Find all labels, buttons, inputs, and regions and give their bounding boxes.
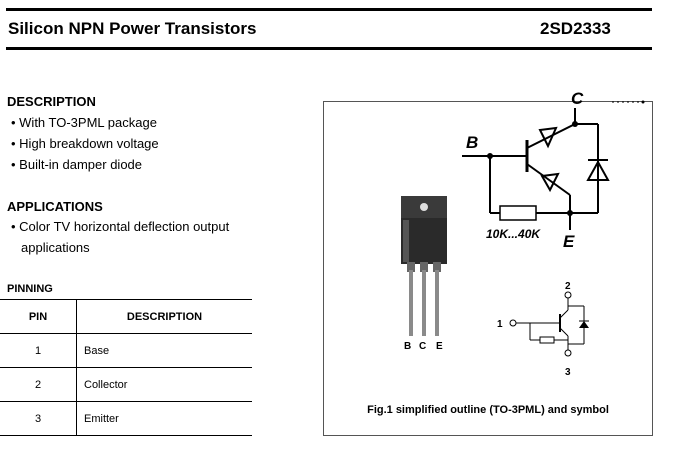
package-outline-image xyxy=(401,196,447,336)
pin-number: 1 xyxy=(0,333,77,368)
diode-arrow-upper xyxy=(538,126,558,149)
base-label: B xyxy=(466,133,478,152)
part-number: 2SD2333 xyxy=(540,19,611,38)
collector-label: C xyxy=(571,89,584,108)
applications-heading: APPLICATIONS xyxy=(7,199,103,214)
emitter-node xyxy=(567,210,573,216)
symbol-pin-1-label: 1 xyxy=(497,319,503,330)
description-item: • Built-in damper diode xyxy=(11,157,143,172)
symbol-diode-icon xyxy=(579,321,589,328)
description-heading: DESCRIPTION xyxy=(7,94,96,109)
applications-item-continued: applications xyxy=(21,240,90,255)
table-row: 1 Base xyxy=(0,333,252,368)
diode-arrow-lower xyxy=(540,172,560,193)
document-title: Silicon NPN Power Transistors xyxy=(8,19,257,38)
column-header-description: DESCRIPTION xyxy=(76,299,252,334)
equivalent-circuit xyxy=(462,101,642,230)
pinning-heading: PINNING xyxy=(7,283,53,295)
pinning-table: PIN DESCRIPTION 1 Base 2 Collector 3 Emi… xyxy=(0,299,252,436)
emitter-label: E xyxy=(563,232,575,251)
header-rule-bottom xyxy=(6,47,652,50)
pin-description: Collector xyxy=(76,367,252,402)
symbol-pin-2-label: 2 xyxy=(565,281,571,292)
transistor-symbol xyxy=(509,291,589,357)
pin-description: Emitter xyxy=(76,401,252,436)
collector-node xyxy=(572,121,578,127)
figure-caption: Fig.1 simplified outline (TO-3PML) and s… xyxy=(367,404,609,416)
table-header-row: PIN DESCRIPTION xyxy=(0,299,252,334)
description-item: • High breakdown voltage xyxy=(11,136,159,151)
package-pin-label-c: C xyxy=(419,341,426,352)
figure-box xyxy=(323,101,653,436)
pin-description: Base xyxy=(76,333,252,368)
pin-number: 3 xyxy=(0,401,77,436)
description-item: • With TO-3PML package xyxy=(11,115,157,130)
symbol-pin-3-label: 3 xyxy=(565,367,571,378)
package-pin-label-e: E xyxy=(436,341,443,352)
base-node xyxy=(487,153,493,159)
package-pin-label-b: B xyxy=(404,341,411,352)
header-rule-top xyxy=(6,8,652,11)
table-row: 3 Emitter xyxy=(0,401,252,436)
resistor-symbol xyxy=(499,205,537,221)
applications-item: • Color TV horizontal deflection output xyxy=(11,219,230,234)
damper-diode-symbol xyxy=(586,159,610,181)
resistor-value-label: 10K...40K xyxy=(486,227,541,241)
